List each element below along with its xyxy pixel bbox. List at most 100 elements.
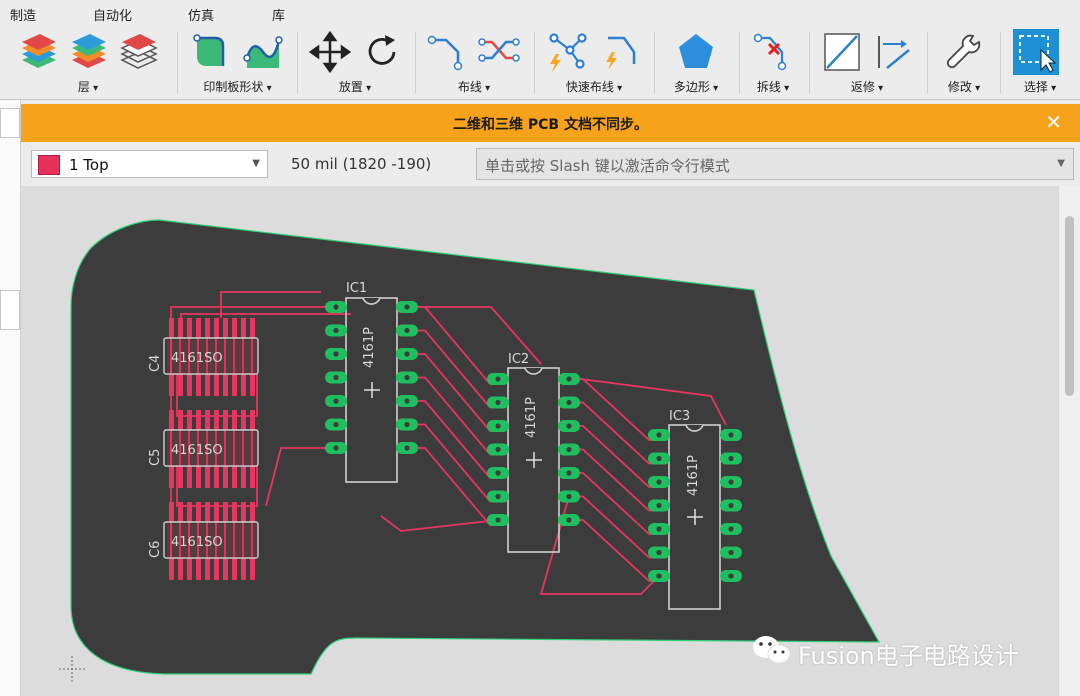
layer-select[interactable]: 1 Top ▼ [31,150,268,178]
group-polygon[interactable]: 多边形 [660,26,732,100]
dip-pad-hole [728,549,734,556]
group-ripup[interactable]: 拆线 [744,26,802,100]
smd-body-fill [167,524,257,558]
smd-pad [196,502,201,522]
separator [809,32,810,94]
command-line-input[interactable]: 单击或按 Slash 键以激活命令行模式 ▼ [476,148,1074,180]
dip-pad-hole [728,502,734,509]
polygon-icon[interactable] [675,30,717,74]
origin-crosshair [59,656,85,682]
smd-pad [178,558,183,580]
group-place[interactable]: 放置 [303,26,407,100]
dip-pad-hole [656,432,662,438]
smd-pad [205,466,210,488]
pcb-trace [220,291,321,318]
layers-blue-icon[interactable] [68,30,110,74]
scrollbar-thumb[interactable] [1065,216,1074,396]
value-label-ic2: 4161P [524,397,539,438]
separator [415,32,416,94]
layers-outline-icon[interactable] [118,30,160,74]
smd-pad [187,318,192,338]
ripup-icon[interactable] [752,30,794,74]
group-quick-route[interactable]: 快速布线 [540,26,648,100]
wrench-icon[interactable] [943,30,985,74]
dip-pad-hole [495,470,501,476]
pcb-canvas[interactable]: IC1 IC2 IC3 4161P 4161P 4161P C4 C5 C6 4… [21,186,1058,696]
smd-pad [214,502,219,522]
dip-pad-hole [404,445,410,451]
rework-angle-icon[interactable] [821,30,863,74]
ref-label-c6: C6 [148,541,163,558]
menu-manufacture[interactable]: 制造 [10,9,37,24]
ribbon-toolbar: 层 印制板形状 [0,26,1080,100]
dip-pad-hole [656,573,662,579]
dip-pad-hole [333,351,339,357]
watermark: Fusion电子电路设计 [750,632,1070,670]
route-manual-icon[interactable] [426,30,468,74]
vertical-scrollbar[interactable] [1058,186,1080,696]
sync-warning-banner: 二维和三维 PCB 文档不同步。 ✕ [21,104,1080,142]
smd-pad [214,318,219,338]
smd-body-outline [163,429,259,467]
smd-pad [187,502,192,522]
smd-pad [205,558,210,580]
cursor-coordinates: 50 mil (1820 -190) [291,155,432,173]
chevron-down-icon[interactable]: ▼ [1057,158,1065,169]
pcb-board-drawing[interactable]: IC1 IC2 IC3 4161P 4161P 4161P C4 C5 C6 4… [21,186,1058,696]
value-label-c4: 4161SO [171,351,223,366]
board-outline-icon[interactable] [189,30,231,74]
dip-pad-hole [656,479,662,485]
value-label-ic1: 4161P [362,327,377,368]
quick-route-trace-icon[interactable] [598,30,640,74]
dip-pad-hole [656,502,662,509]
smd-pad [178,466,183,488]
pcb-trace [380,515,499,532]
ref-label-ic2: IC2 [508,352,529,367]
dip-pad-hole [495,399,501,406]
board-outline [70,219,881,675]
group-modify[interactable]: 修改 [933,26,995,100]
command-bar: 1 Top ▼ 50 mil (1820 -190) 单击或按 Slash 键以… [21,142,1080,186]
layer-color-swatch [38,155,60,175]
left-panel-tab[interactable] [0,108,20,138]
group-select[interactable]: 选择 [1005,26,1075,100]
menu-simulation[interactable]: 仿真 [188,9,215,24]
smd-pad [250,374,255,396]
smd-footprints [163,318,259,580]
smd-pad [187,410,192,430]
board-curve-icon[interactable] [241,30,283,74]
dip-pad-hole [566,399,572,406]
select-icon[interactable] [1015,30,1057,74]
watermark-text: Fusion电子电路设计 [798,642,1019,670]
rework-extend-icon[interactable] [873,30,915,74]
smd-pad [241,410,246,430]
smd-pad [205,318,210,338]
group-layers[interactable]: 层 [8,26,168,100]
quick-route-net-icon[interactable] [546,30,588,74]
route-differential-icon[interactable] [478,30,520,74]
rotate-icon[interactable] [361,30,403,74]
smd-pad [196,318,201,338]
close-icon[interactable]: ✕ [1045,110,1062,134]
group-rework[interactable]: 返修 [815,26,919,100]
group-board-shape[interactable]: 印制板形状 [185,26,290,100]
group-label-select: 选择 [1005,78,1075,95]
left-panel-tab-2[interactable] [0,290,20,330]
smd-pad [196,374,201,396]
pcb-trace [539,496,660,595]
group-route[interactable]: 布线 [422,26,526,100]
smd-body-outline [163,521,259,559]
smd-pad [232,502,237,522]
menu-automation[interactable]: 自动化 [93,9,133,24]
move-icon[interactable] [309,30,351,74]
separator [297,32,298,94]
smd-body-outline [163,337,259,375]
smd-pad [241,318,246,338]
menu-library[interactable]: 库 [272,9,286,24]
dip-pad-hole [333,374,339,381]
dip-pad-hole [404,374,410,381]
dip-pad-hole [404,398,410,404]
layers-red-icon[interactable] [18,30,60,74]
dip-pad-hole [495,423,501,429]
group-label-board-shape: 印制板形状 [185,78,290,95]
